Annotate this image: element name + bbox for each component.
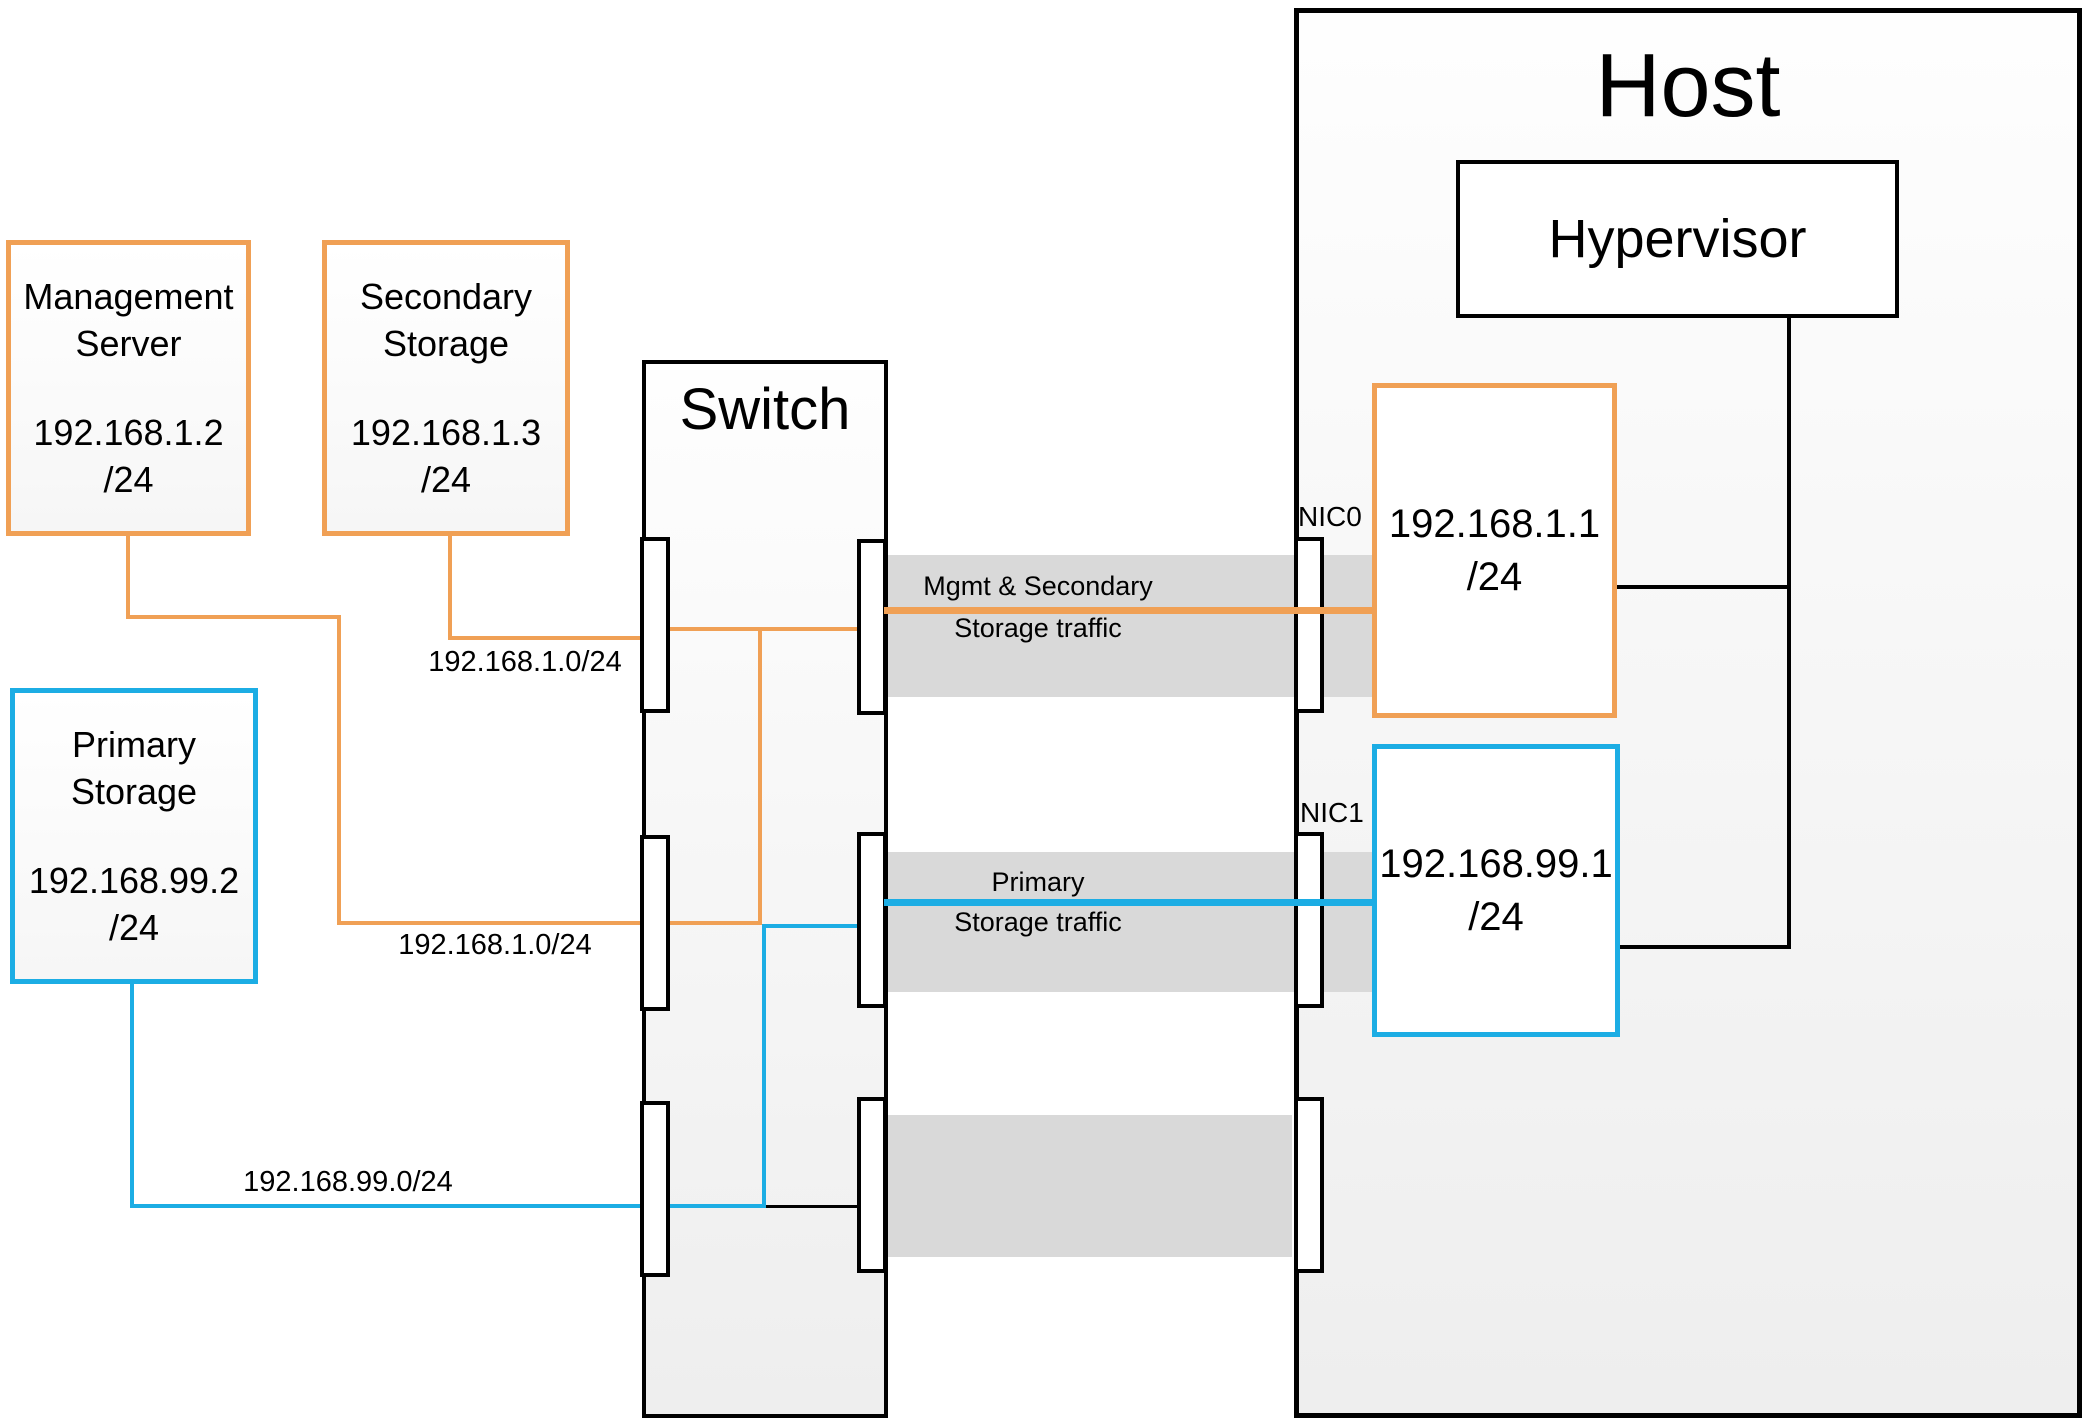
primary-link-vertical [130, 984, 134, 1208]
switch-internal-blue-vertical [762, 924, 766, 1208]
nic1-ip: 192.168.99.1 [1379, 841, 1613, 886]
secondary-storage-mask: /24 [420, 459, 472, 500]
switch-title: Switch [679, 377, 851, 442]
nic0-mask: /24 [1466, 554, 1523, 599]
switch-internal-orange-top [668, 627, 858, 631]
hypervisor-title: Hypervisor [1548, 209, 1807, 269]
secondary-storage-name-line1: Secondary [359, 276, 533, 317]
switch-port-left-3 [640, 1101, 670, 1277]
management-server-ip: 192.168.1.2 [33, 412, 224, 453]
host-title: Host [1595, 36, 1781, 136]
primary-storage-name-line2: Storage [70, 771, 198, 812]
switch-internal-black-bottom [766, 1205, 858, 1208]
nic1-box: 192.168.99.1 /24 [1372, 744, 1620, 1037]
hypervisor-box: Hypervisor [1456, 160, 1899, 318]
switch-internal-blue-bottom [668, 1204, 766, 1208]
primary-storage-name-line1: Primary [72, 724, 196, 765]
nic0-port-label: NIC0 [1298, 501, 1362, 532]
switch-port-right-1 [857, 539, 887, 715]
primary-traffic-label-line2: Storage traffic [954, 907, 1122, 937]
switch-internal-orange-mid [668, 921, 762, 925]
secondary-storage-name-line2: Storage [382, 323, 510, 364]
mgmt-secondary-traffic-line [884, 607, 1372, 614]
switch-box: Switch [642, 360, 888, 1418]
switch-internal-orange-vertical [758, 627, 762, 925]
host-port-unused [1294, 1097, 1324, 1273]
nic0-box: 192.168.1.1 /24 [1372, 383, 1617, 718]
switch-port-right-2 [857, 832, 887, 1008]
switch-port-left-1 [640, 537, 670, 713]
secondary-storage-box: Secondary Storage 192.168.1.3 /24 [322, 240, 570, 536]
nic1-mask: /24 [1468, 894, 1524, 939]
traffic-band-primary [888, 852, 1372, 992]
hypervisor-link-nic1 [1615, 945, 1791, 949]
host-port-nic1 [1294, 832, 1324, 1008]
primary-link-horizontal [130, 1204, 642, 1208]
subnet-label-secondary: 192.168.1.0/24 [428, 646, 622, 678]
switch-port-right-3 [857, 1097, 887, 1273]
primary-storage-box: Primary Storage 192.168.99.2 /24 [10, 688, 258, 984]
host-port-nic0 [1294, 537, 1324, 713]
primary-storage-mask: /24 [108, 907, 160, 948]
secondary-link-vertical [448, 536, 452, 640]
traffic-band-mgmt-secondary [888, 555, 1372, 697]
mgmt-link-vertical-1 [126, 536, 130, 619]
mgmt-link-horizontal-1 [126, 615, 341, 619]
switch-port-left-2 [640, 835, 670, 1011]
nic1-port-label: NIC1 [1300, 797, 1364, 828]
primary-traffic-line [884, 899, 1372, 906]
mgmt-secondary-traffic-label-line1: Mgmt & Secondary [923, 571, 1153, 601]
mgmt-secondary-traffic-label-line2: Storage traffic [954, 613, 1122, 643]
mgmt-link-horizontal-2 [337, 921, 642, 925]
subnet-label-primary: 192.168.99.0/24 [243, 1166, 453, 1198]
nic0-ip: 192.168.1.1 [1388, 501, 1601, 546]
management-server-box: Management Server 192.168.1.2 /24 [6, 240, 251, 536]
mgmt-link-vertical-2 [337, 615, 341, 925]
primary-traffic-label-line1: Primary [991, 867, 1085, 897]
hypervisor-link-nic0 [1615, 585, 1791, 589]
management-server-name-line2: Server [75, 323, 182, 364]
secondary-link-horizontal [448, 636, 642, 640]
subnet-label-management: 192.168.1.0/24 [398, 929, 592, 961]
primary-storage-ip: 192.168.99.2 [28, 860, 240, 901]
management-server-mask: /24 [103, 459, 154, 500]
switch-internal-blue-mid [762, 924, 858, 928]
traffic-band-unused [888, 1115, 1292, 1257]
secondary-storage-ip: 192.168.1.3 [350, 412, 542, 453]
hypervisor-link-vertical [1787, 316, 1791, 949]
management-server-name-line1: Management [23, 276, 234, 317]
